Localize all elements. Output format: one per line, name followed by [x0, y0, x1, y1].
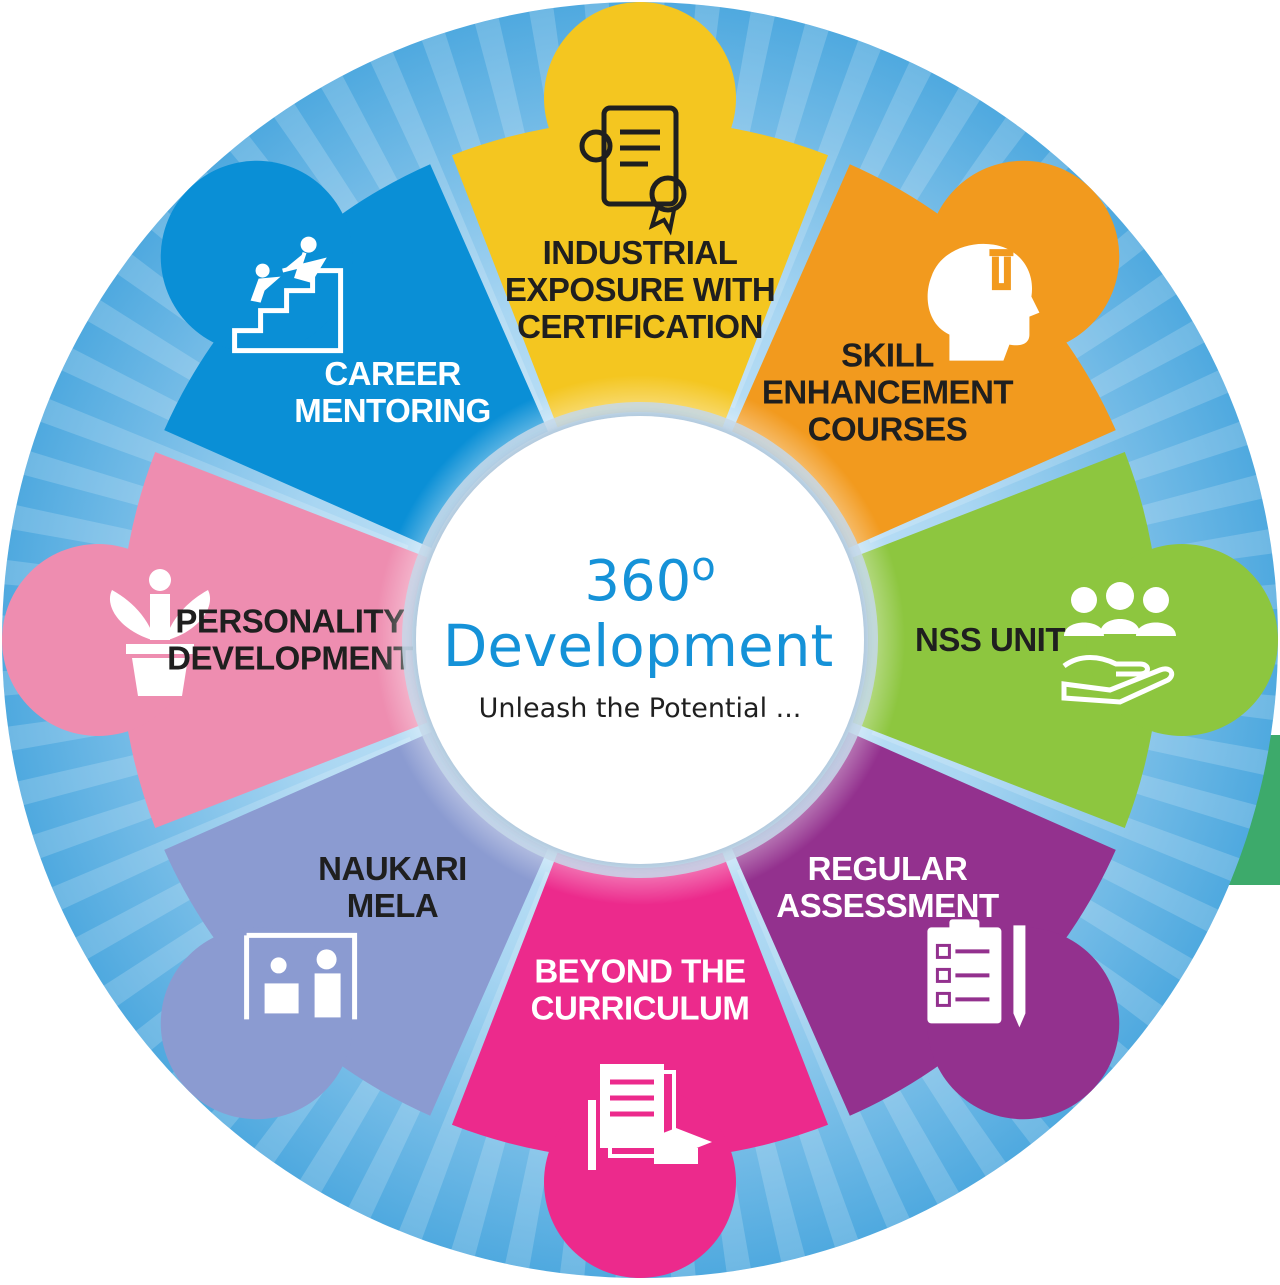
segment-label-line: EXPOSURE WITH	[505, 271, 775, 308]
mentor-stairs-icon	[232, 236, 344, 354]
segment-label-line: NAUKARI	[318, 850, 467, 887]
segment-label-line: DEVELOPMENT	[167, 640, 413, 677]
segment-label-line: PERSONALITY	[175, 603, 405, 640]
clipboard-checklist-icon	[927, 919, 1026, 1028]
segment-label-line: REGULAR	[808, 850, 968, 887]
segment-wedge-assessment	[732, 732, 1116, 1116]
segment-tab-nss	[1086, 544, 1278, 736]
segment-wedge-naukari	[164, 732, 548, 1116]
certificate-icon	[579, 105, 687, 236]
center-title-word: Development	[443, 612, 833, 680]
center-title-number: 360o	[584, 544, 715, 614]
center-title-degree: o	[691, 544, 715, 590]
person-plant-icon	[109, 569, 211, 696]
segment-nss: NSS UNIT	[852, 451, 1278, 829]
segment-label-line: COURSES	[808, 411, 968, 448]
community-hand-icon	[1061, 582, 1176, 705]
segment-label-line: INDUSTRIAL	[543, 234, 738, 271]
head-wrench-icon	[927, 243, 1040, 361]
interview-desk-icon	[244, 932, 358, 1020]
segment-tab-naukari	[160, 927, 353, 1120]
segment-wedge-nss	[852, 451, 1160, 829]
segment-label-line: BEYOND THE	[534, 953, 745, 990]
segment-label-line: CAREER	[324, 355, 461, 392]
segment-label-line: ENHANCEMENT	[762, 374, 1014, 411]
segment-label-line: NSS UNIT	[915, 621, 1065, 658]
documents-graduation-icon	[588, 1064, 712, 1170]
center-subtitle: Unleash the Potential ...	[479, 693, 802, 724]
segment-label-nss: NSS UNIT	[915, 621, 1065, 658]
segment-wedge-personality	[119, 451, 428, 829]
segment-label-line: SKILL	[841, 337, 934, 374]
segment-wedge-skill	[732, 164, 1116, 548]
segment-label-line: CURRICULUM	[531, 990, 750, 1027]
hub-circle	[416, 416, 864, 864]
segment-label-line: ASSESSMENT	[776, 887, 999, 924]
segment-tab-career	[160, 160, 353, 353]
segment-wedge-industrial	[451, 119, 829, 428]
center-title-number-text: 360	[584, 549, 691, 614]
segment-label-line: CERTIFICATION	[517, 308, 763, 345]
segment-wedge-career	[164, 164, 548, 548]
segment-label-line: MELA	[347, 887, 439, 924]
segment-tab-industrial	[544, 2, 736, 194]
segment-wedge-beyond	[451, 852, 829, 1160]
segment-label-line: MENTORING	[294, 392, 491, 429]
